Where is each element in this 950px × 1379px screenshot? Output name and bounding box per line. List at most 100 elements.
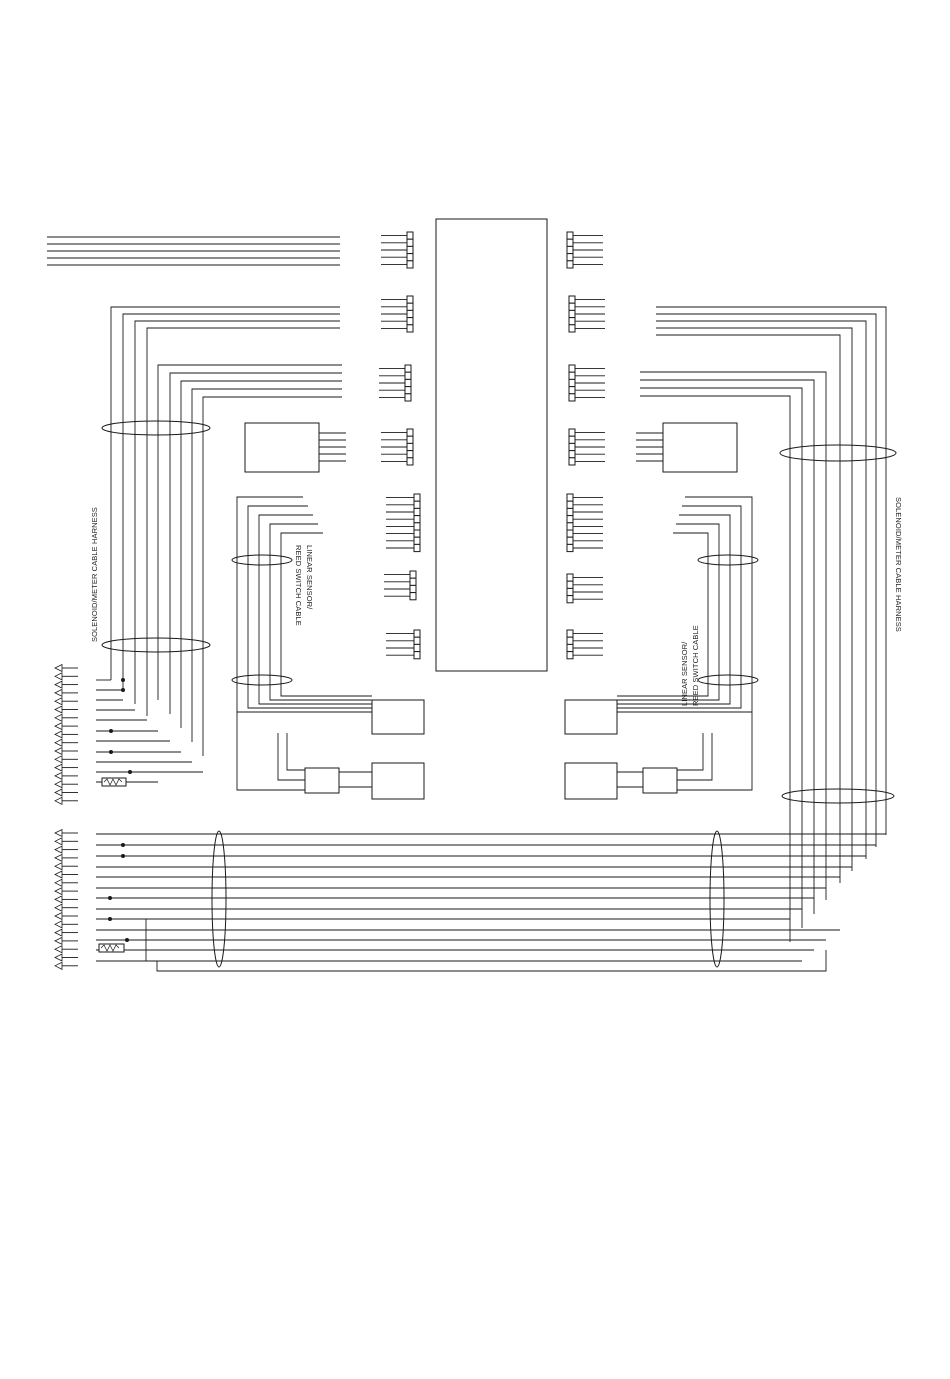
sensor-cable-wire bbox=[677, 712, 752, 790]
sensor-cable-wire bbox=[617, 506, 741, 708]
connector-pin bbox=[414, 652, 420, 659]
harness-wire-left bbox=[123, 314, 340, 692]
sensor-cable-wire bbox=[617, 524, 719, 700]
sensor-cable-wire bbox=[677, 733, 712, 780]
connector-pin bbox=[414, 530, 420, 537]
connector-pin bbox=[569, 325, 575, 332]
terminal-arrow bbox=[55, 665, 62, 672]
connector-pin bbox=[569, 372, 575, 379]
controller-board bbox=[436, 219, 547, 671]
harness-wire-left bbox=[158, 365, 342, 700]
connector-pin bbox=[567, 530, 573, 537]
harness-wire-right bbox=[656, 335, 840, 883]
connector-pin bbox=[407, 232, 413, 239]
connector-pin bbox=[407, 325, 413, 332]
connector-pin bbox=[567, 581, 573, 588]
terminal-arrow bbox=[55, 739, 62, 746]
connector-pin bbox=[569, 394, 575, 401]
terminal-arrow bbox=[55, 896, 62, 903]
terminal-arrow bbox=[55, 797, 62, 804]
sensor-cable-wire bbox=[278, 733, 305, 780]
connector-pin bbox=[414, 508, 420, 515]
junction-dot bbox=[128, 770, 132, 774]
connector-pin bbox=[569, 303, 575, 310]
sensor-cable-wire bbox=[237, 497, 372, 712]
cable-bundle-ellipse bbox=[232, 675, 292, 685]
connector-pin bbox=[405, 379, 411, 386]
terminal-arrow bbox=[55, 921, 62, 928]
terminal-arrow bbox=[55, 838, 62, 845]
connector-pin bbox=[414, 494, 420, 501]
terminal-arrow bbox=[55, 681, 62, 688]
harness-wire-left bbox=[135, 321, 340, 704]
connector-pin bbox=[567, 544, 573, 551]
meter-box-left bbox=[372, 763, 424, 799]
switch-box-left bbox=[305, 768, 339, 793]
connector-pin bbox=[567, 574, 573, 581]
connector-pin bbox=[407, 296, 413, 303]
connector-pin bbox=[407, 310, 413, 317]
connector-pin bbox=[569, 296, 575, 303]
connector-pin bbox=[569, 365, 575, 372]
junction-dot bbox=[109, 729, 113, 733]
cable-bundle-ellipse bbox=[232, 555, 292, 565]
terminal-arrow bbox=[55, 863, 62, 870]
terminal-arrow bbox=[55, 689, 62, 696]
terminal-arrow bbox=[55, 830, 62, 837]
connector-pin bbox=[405, 372, 411, 379]
cable-bundle-ellipse bbox=[212, 831, 226, 967]
connector-pin bbox=[414, 501, 420, 508]
connector-pin bbox=[567, 246, 573, 253]
terminal-arrow bbox=[55, 846, 62, 853]
terminal-arrow bbox=[55, 937, 62, 944]
connector-pin bbox=[414, 644, 420, 651]
connector-pin bbox=[407, 239, 413, 246]
connector-pin bbox=[407, 451, 413, 458]
connector-pin bbox=[567, 537, 573, 544]
sensor-box-right bbox=[663, 423, 737, 472]
connector-pin bbox=[569, 436, 575, 443]
sensor-cable-wire bbox=[677, 733, 703, 770]
terminal-arrow bbox=[55, 772, 62, 779]
connector-pin bbox=[567, 254, 573, 261]
terminal-arrow bbox=[55, 764, 62, 771]
connector-pin bbox=[407, 318, 413, 325]
bottom-wire bbox=[157, 950, 826, 971]
connector-pin bbox=[567, 501, 573, 508]
connector-pin bbox=[567, 596, 573, 603]
junction-dot bbox=[125, 938, 129, 942]
connector-pin bbox=[407, 246, 413, 253]
terminal-arrow bbox=[55, 706, 62, 713]
junction-dot bbox=[108, 917, 112, 921]
connector-pin bbox=[567, 588, 573, 595]
cable-bundle-ellipse bbox=[102, 421, 210, 435]
connector-pin bbox=[405, 365, 411, 372]
terminal-arrow bbox=[55, 929, 62, 936]
connector-pin bbox=[407, 254, 413, 261]
meter-box-right bbox=[565, 763, 617, 799]
terminal-arrow bbox=[55, 888, 62, 895]
connector-pin bbox=[569, 379, 575, 386]
connector-pin bbox=[569, 429, 575, 436]
connector-pin bbox=[414, 637, 420, 644]
connector-pin bbox=[567, 652, 573, 659]
sensor-cable-wire bbox=[287, 733, 305, 770]
harness-wire-right bbox=[656, 307, 886, 835]
sensor-cable-label-left-line2: REED SWITCH CABLE bbox=[294, 545, 303, 626]
junction-dot bbox=[121, 678, 125, 682]
terminal-arrow bbox=[55, 904, 62, 911]
sensor-box-left bbox=[245, 423, 319, 472]
terminal-arrow bbox=[55, 756, 62, 763]
terminal-arrow bbox=[55, 723, 62, 730]
connector-pin bbox=[567, 494, 573, 501]
connector-pin bbox=[407, 458, 413, 465]
cable-bundle-ellipse bbox=[698, 675, 758, 685]
connector-pin bbox=[405, 394, 411, 401]
terminal-arrow bbox=[55, 714, 62, 721]
connector-pin bbox=[569, 451, 575, 458]
connector-pin bbox=[567, 644, 573, 651]
wiring-layer bbox=[47, 219, 896, 971]
junction-dot bbox=[109, 750, 113, 754]
